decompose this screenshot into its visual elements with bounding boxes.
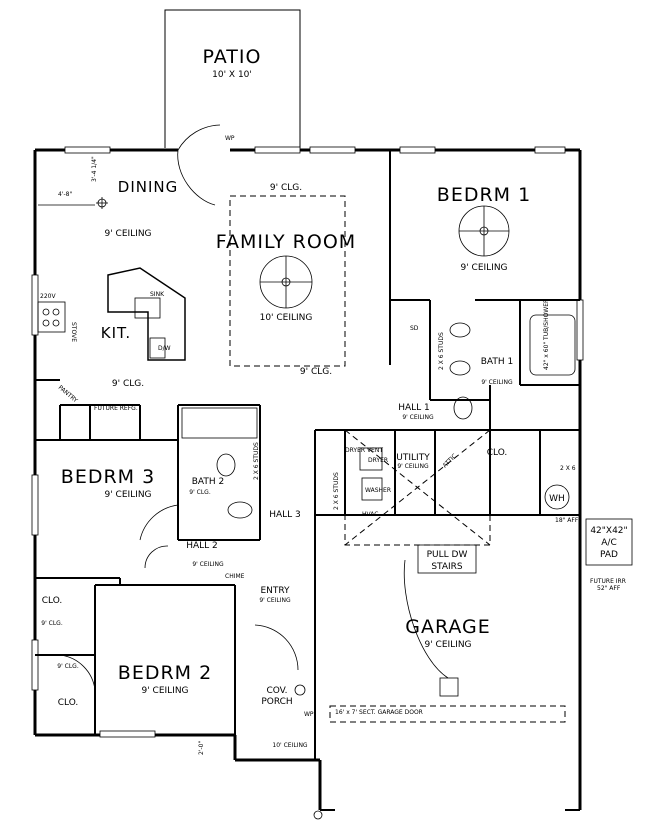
ac-pad-line1: 42"X42" (590, 526, 627, 536)
patio-wp-label: WP (225, 135, 235, 142)
bedroom-3: BEDRM 3 9' CEILING (61, 466, 179, 541)
entry-ceiling: 9' CEILING (259, 597, 291, 604)
hvac-label: HVAC (362, 511, 378, 518)
kitchen-clg: 9' CLG. (112, 379, 144, 389)
porch-ceiling: 10' CEILING (272, 742, 308, 749)
future-fridge-label: FUTURE REFG. (94, 405, 138, 412)
kitchen-label: KIT. (101, 324, 131, 342)
entry-label: ENTRY (260, 586, 290, 596)
water-heater: WH 2 X 6 18" AFF (544, 465, 579, 524)
garage-ceiling: 9' CEILING (424, 640, 471, 650)
washer-label: WASHER (365, 487, 391, 494)
garage-future-irr: FUTURE IRR (590, 578, 626, 585)
dining-dim-top: 3'-4 1/4" (91, 156, 98, 182)
porch-dim: 2'-0" (198, 741, 205, 755)
hall-1: HALL 1 9' CEILING (398, 403, 434, 421)
pull-down-stairs: PULL DW STAIRS (417, 544, 477, 574)
dining-room: DINING 9' CEILING 3'-4 1/4" 4'-8" (38, 156, 178, 239)
garage-aff: 52" AFF (597, 585, 621, 592)
utility-studs: 2 X 6 STUDS (333, 472, 340, 510)
patio-door: WP (177, 124, 235, 206)
bath-2: BATH 2 9' CLG. 2 X 6 STUDS (181, 407, 260, 519)
wh-dim: 2 X 6 (560, 465, 576, 472)
garage: GARAGE 9' CEILING FUTURE IRR 52" AFF 16'… (329, 559, 626, 723)
hall1-label: HALL 1 (398, 403, 430, 413)
dining-label: DINING (118, 178, 178, 196)
clo-center-label: CLO. (487, 448, 508, 458)
bedroom-1: BEDRM 1 9' CEILING SD (410, 184, 531, 332)
hall3-label: HALL 3 (269, 510, 301, 520)
bedroom3-label: BEDRM 3 (61, 466, 155, 488)
garage-label: GARAGE (405, 616, 491, 638)
hall2-ceiling: 9' CEILING (192, 561, 224, 568)
bath1-ceiling: 9' CEILING (481, 379, 513, 386)
bath2-label: BATH 2 (192, 477, 224, 487)
ac-pad: 42"X42" A/C PAD (585, 518, 633, 566)
wh-aff: 18" AFF (555, 517, 579, 524)
hall-2: HALL 2 9' CEILING CHIME (144, 541, 245, 580)
ceiling-fan-icon (458, 205, 510, 257)
stove-voltage: 220V (40, 293, 56, 300)
dining-ceiling: 9' CEILING (104, 229, 151, 239)
dryer-vent-label: DRYER VENT (345, 447, 383, 454)
hall2-label: HALL 2 (186, 541, 218, 551)
bath1-label: BATH 1 (481, 357, 513, 367)
bedroom1-sd: SD (410, 325, 419, 332)
ac-pad-line2: A/C (601, 538, 616, 548)
clo-lower-label: CLO. (58, 698, 79, 708)
family-room-ceiling: 10' CEILING (260, 313, 313, 323)
bath2-clg: 9' CLG. (189, 489, 211, 496)
family-room-clg-bottom: 9' CLG. (300, 367, 332, 377)
bath2-studs: 2 X 6 STUDS (253, 442, 260, 480)
porch-label-2: PORCH (261, 697, 292, 707)
bedroom-2: BEDRM 2 9' CEILING (59, 654, 212, 696)
bath1-tub: 42" x 60" TUB/SHOWER (543, 299, 550, 370)
bath1-studs: 2 X 6 STUDS (438, 332, 445, 370)
attic-label: ATTIC (441, 453, 458, 470)
entry: ENTRY 9' CEILING (254, 586, 299, 671)
patio: PATIO 10' X 10' (164, 9, 301, 148)
utility-area: DRYER WASHER DRYER VENT UTILITY 9' CEILI… (333, 429, 491, 546)
pantry-label: PANTRY (57, 384, 79, 404)
garage-door-label: 16' x 7' SECT. GARAGE DOOR (335, 709, 423, 716)
hall1-ceiling: 9' CEILING (402, 414, 434, 421)
family-room-clg-top: 9' CLG. (270, 183, 302, 193)
porch-label-1: COV. (266, 686, 287, 696)
closet-lower: CLO. 9' CLG. (57, 663, 79, 708)
stove-label: STOVE (70, 322, 77, 342)
utility-ceiling: 9' CEILING (397, 463, 429, 470)
patio-label: PATIO (203, 46, 262, 68)
dryer-label: DRYER (368, 457, 388, 464)
bedroom3-ceiling: 9' CEILING (104, 490, 151, 500)
bedroom1-ceiling: 9' CEILING (460, 263, 507, 273)
porch-wp: WP (304, 711, 314, 718)
pull-dw-line2: STAIRS (431, 562, 463, 572)
patio-size: 10' X 10' (212, 70, 252, 80)
exterior-walls (31, 146, 584, 811)
hall-3: HALL 3 (269, 510, 301, 520)
ac-pad-line3: PAD (600, 550, 618, 560)
bath-1: 42" x 60" TUB/SHOWER BATH 1 9' CEILING 2… (438, 299, 576, 420)
bedroom2-label: BEDRM 2 (118, 662, 212, 684)
bedroom1-label: BEDRM 1 (437, 184, 531, 206)
wh-label: WH (549, 494, 565, 504)
clo-left-label: CLO. (42, 596, 63, 606)
kitchen: STOVE 220V SINK D/W KIT. 9' CLG. PANTRY … (37, 267, 186, 412)
ceiling-fan-icon (259, 255, 313, 309)
dining-dim-left: 4'-8" (58, 191, 72, 198)
pull-dw-line1: PULL DW (427, 550, 468, 560)
family-room: FAMILY ROOM 9' CLG. 10' CEILING 9' CLG. (216, 183, 356, 377)
hall2-chime: CHIME (225, 573, 245, 580)
utility-label: UTILITY (396, 453, 430, 463)
covered-porch: COV. PORCH 10' CEILING WP 2'-0" (198, 684, 323, 820)
dishwasher-label: D/W (158, 345, 171, 352)
sink-label: SINK (150, 291, 165, 298)
closet-center: CLO. (487, 448, 508, 458)
clo-left-clg: 9' CLG. (41, 620, 63, 627)
family-room-label: FAMILY ROOM (216, 231, 356, 253)
closet-left: CLO. 9' CLG. (41, 596, 63, 627)
clo-lower-clg: 9' CLG. (57, 663, 79, 670)
bedroom2-ceiling: 9' CEILING (141, 686, 188, 696)
